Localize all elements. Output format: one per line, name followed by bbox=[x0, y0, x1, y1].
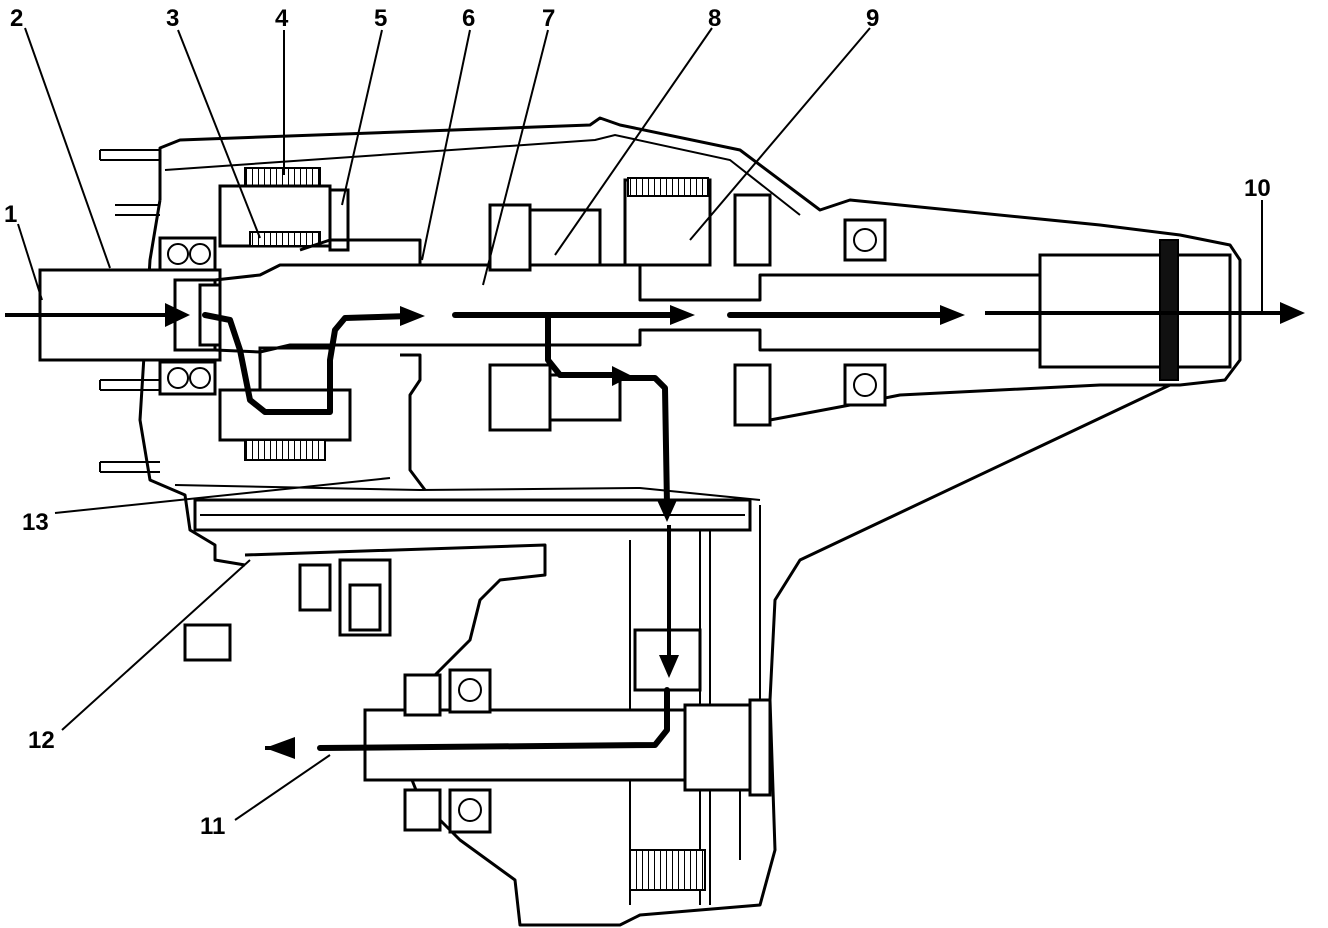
callout-labels: 1 2 3 4 5 6 7 8 9 10 11 12 13 bbox=[4, 5, 1271, 840]
planetary-gearset bbox=[218, 167, 352, 461]
callout-2: 2 bbox=[10, 5, 23, 32]
oil-pump bbox=[183, 543, 547, 692]
main-shaft bbox=[214, 239, 1232, 381]
leader-lines bbox=[17, 27, 1263, 821]
front-bearing bbox=[158, 236, 217, 396]
rear-bearing bbox=[843, 218, 887, 407]
callout-10: 10 bbox=[1244, 175, 1271, 202]
drive-sprocket-assembly bbox=[488, 177, 772, 432]
callout-7: 7 bbox=[542, 5, 555, 32]
callout-9: 9 bbox=[866, 5, 879, 32]
drive-chain bbox=[193, 498, 752, 532]
callout-1: 1 bbox=[4, 201, 17, 228]
callout-11: 11 bbox=[200, 813, 225, 840]
callout-12: 12 bbox=[28, 727, 55, 754]
power-flow-path bbox=[5, 302, 1305, 759]
callout-5: 5 bbox=[374, 5, 387, 32]
callout-8: 8 bbox=[708, 5, 721, 32]
callout-3: 3 bbox=[166, 5, 179, 32]
range-shift-collar bbox=[299, 238, 427, 491]
callout-13: 13 bbox=[22, 509, 49, 536]
callout-6: 6 bbox=[462, 5, 475, 32]
callout-4: 4 bbox=[275, 5, 289, 32]
